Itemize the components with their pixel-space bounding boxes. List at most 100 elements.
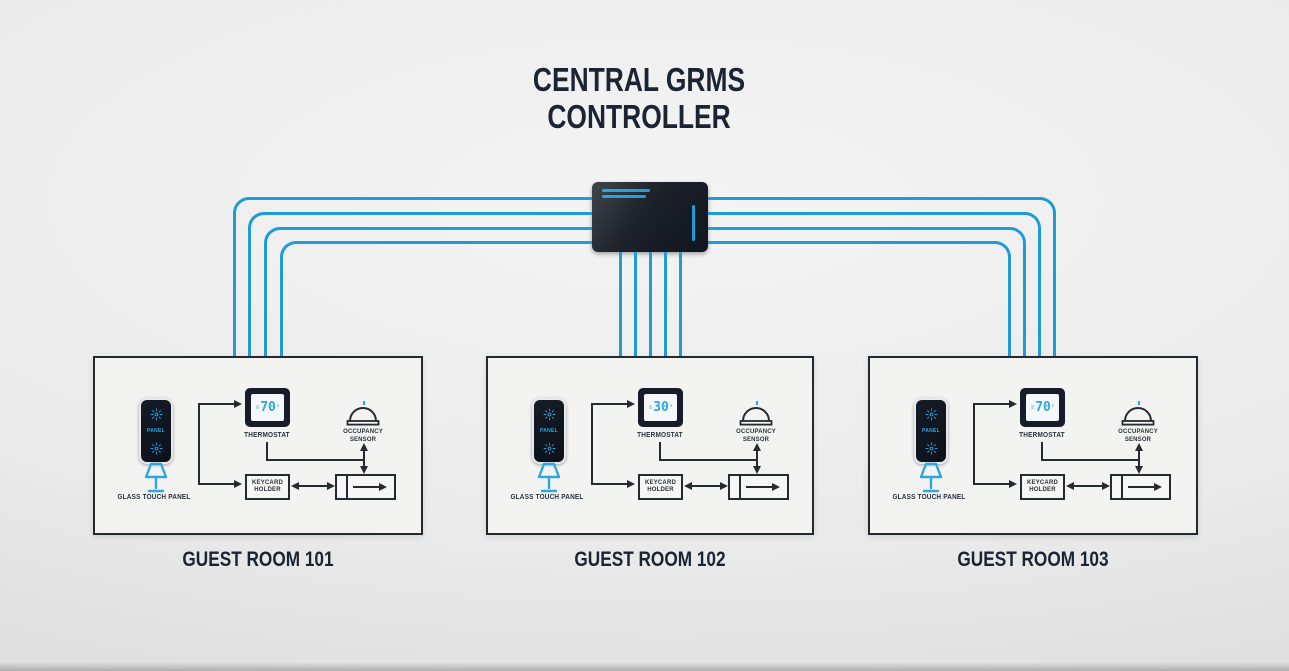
thermostat-display: ≡ 70 °	[1026, 394, 1059, 421]
thermostat-label: THERMOSTAT	[244, 432, 290, 439]
arrow-to-keycard	[234, 480, 242, 488]
connector-line	[591, 404, 593, 485]
light-icon	[925, 408, 937, 420]
glass-touch-panel: PANEL	[914, 398, 948, 464]
arrow-to-occupancy-sensor	[753, 443, 761, 451]
arrow-right	[1102, 482, 1110, 490]
bidirectional-link-line	[689, 485, 723, 487]
light-icon	[925, 442, 937, 454]
card-insert-arrow	[379, 483, 387, 491]
connector-line	[659, 442, 661, 461]
keycard-holder-box: KEYCARD HOLDER	[1020, 474, 1065, 500]
connector-line	[591, 483, 629, 485]
thermostat-label: THERMOSTAT	[1019, 432, 1065, 439]
card-slot-box	[335, 474, 396, 500]
occupancy-sensor-label: OCCUPANCY SENSOR	[736, 428, 776, 444]
room-title-102: GUEST ROOM 102	[574, 548, 726, 571]
connector-line	[198, 403, 236, 405]
bus-wire-right-3	[708, 227, 1026, 356]
card-insert-line	[353, 486, 381, 488]
arrow-to-thermostat	[627, 400, 635, 408]
guest-room-103-box: PANEL GLASS TOUCH PANEL ≡ 70 °	[868, 356, 1198, 535]
diagram-title-line2: CONTROLLER	[547, 97, 731, 135]
arrow-left	[684, 482, 692, 490]
connector-line	[198, 404, 200, 485]
glass-touch-panel: PANEL	[532, 398, 566, 464]
bus-wire-center-1	[619, 252, 622, 356]
card-insert-line	[1128, 486, 1156, 488]
occupancy-sensor-label: OCCUPANCY SENSOR	[343, 428, 383, 444]
connector-line	[266, 459, 365, 461]
grms-controller-device	[592, 182, 708, 252]
panel-label: GLASS TOUCH PANEL	[117, 494, 191, 501]
thermostat-mark: °	[1051, 404, 1055, 411]
thermostat-reading: 30	[653, 400, 669, 415]
arrow-to-card-slot	[753, 466, 761, 474]
card-insert-arrow	[772, 483, 780, 491]
panel-label: GLASS TOUCH PANEL	[510, 494, 584, 501]
card-slot-divider	[346, 476, 348, 498]
thermostat-mark: °	[276, 404, 280, 411]
bus-wire-left-4	[280, 241, 592, 356]
bidirectional-link-line	[1071, 485, 1105, 487]
connector-line	[659, 459, 758, 461]
connector-line	[266, 442, 268, 461]
arrow-to-keycard	[1009, 480, 1017, 488]
thermostat-mark: ≡	[255, 404, 260, 411]
thermostat-mark: ≡	[648, 404, 653, 411]
panel-screen-text: PANEL	[539, 428, 559, 434]
bus-wire-left-3	[264, 227, 592, 356]
keycard-holder-box: KEYCARD HOLDER	[245, 474, 290, 500]
connector-line	[756, 451, 758, 467]
arrow-to-occupancy-sensor	[1135, 443, 1143, 451]
light-icon	[150, 408, 162, 420]
arrow-to-card-slot	[360, 466, 368, 474]
controller-led-line	[602, 195, 646, 198]
thermostat-reading: 70	[1035, 400, 1051, 415]
lamp-icon	[537, 462, 561, 493]
glass-touch-panel: PANEL	[139, 398, 173, 464]
arrow-to-occupancy-sensor	[360, 443, 368, 451]
bus-wire-right-2	[708, 212, 1041, 356]
controller-port-light	[692, 205, 695, 241]
thermostat: ≡ 70 °	[1020, 388, 1065, 427]
diagram-title-line1: CENTRAL GRMS	[532, 61, 746, 98]
card-slot-box	[728, 474, 789, 500]
thermostat-label: THERMOSTAT	[637, 432, 683, 439]
connector-line	[591, 403, 629, 405]
lamp-icon	[919, 462, 943, 493]
arrow-right	[327, 482, 335, 490]
lamp-icon	[144, 462, 168, 493]
card-slot-divider	[739, 476, 741, 498]
bus-wire-left-2	[248, 212, 592, 356]
connector-line	[1041, 459, 1140, 461]
light-icon	[150, 442, 162, 454]
bus-wire-right-4	[708, 241, 1011, 356]
panel-screen-text: PANEL	[921, 428, 941, 434]
controller-led-line	[602, 189, 650, 192]
arrow-left	[291, 482, 299, 490]
arrow-to-thermostat	[1009, 400, 1017, 408]
card-slot-divider	[1121, 476, 1123, 498]
thermostat-display: ≡ 70 °	[251, 394, 284, 421]
connector-line	[198, 483, 236, 485]
arrow-to-card-slot	[1135, 466, 1143, 474]
thermostat-display: ≡ 30 °	[644, 394, 677, 421]
arrow-left	[1066, 482, 1074, 490]
light-icon	[543, 442, 555, 454]
thermostat: ≡ 30 °	[638, 388, 683, 427]
occupancy-sensor-icon	[1121, 401, 1155, 426]
thermostat: ≡ 70 °	[245, 388, 290, 427]
connector-line	[973, 404, 975, 485]
bus-wire-right-1	[708, 197, 1056, 356]
connector-line	[363, 451, 365, 467]
bus-wire-center-4	[664, 252, 667, 356]
card-insert-arrow	[1154, 483, 1162, 491]
arrow-right	[720, 482, 728, 490]
bus-wire-left-1	[233, 197, 592, 356]
panel-label: GLASS TOUCH PANEL	[892, 494, 966, 501]
bus-wire-center-2	[634, 252, 637, 356]
diagram-title: CENTRAL GRMS CONTROLLER	[483, 61, 795, 136]
room-title-101: GUEST ROOM 101	[182, 548, 334, 571]
